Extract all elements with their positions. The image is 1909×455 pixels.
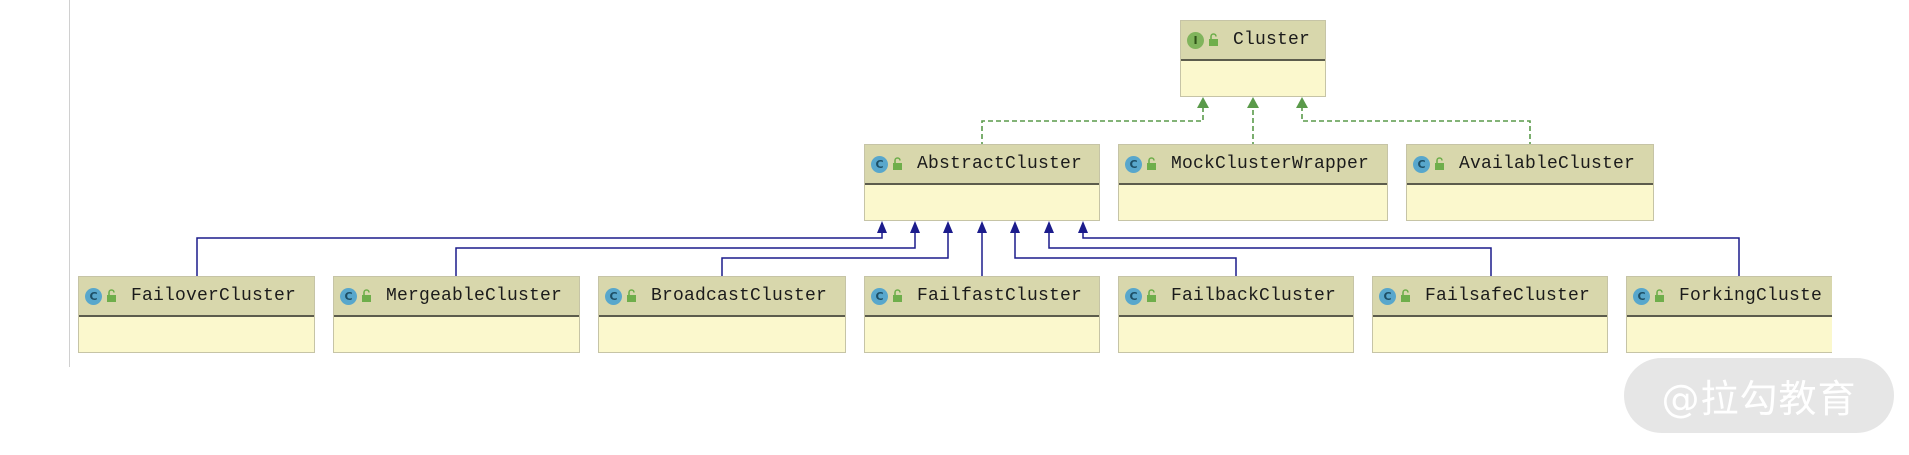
unlocked-icon [362, 289, 371, 302]
node-label: MockClusterWrapper [1171, 154, 1370, 174]
edge-failback-extends-abstract [1014, 224, 1237, 277]
node-header: C MergeableCluster [334, 277, 579, 317]
node-label: FailoverCluster [131, 286, 297, 306]
node-header: C FailsafeCluster [1373, 277, 1607, 317]
edge-forking-extends-abstract [1082, 224, 1740, 277]
node-available-cluster[interactable]: C AvailableCluster [1406, 144, 1654, 221]
node-label: FailsafeCluster [1425, 286, 1591, 306]
node-forking-cluster[interactable]: C ForkingCluste [1626, 276, 1832, 353]
unlocked-icon [893, 289, 902, 302]
arrowhead-failsafe-abstract [1044, 221, 1054, 233]
unlocked-icon [1655, 289, 1664, 302]
class-icon: C [1633, 287, 1650, 305]
edge-available-implements-cluster [1301, 101, 1531, 147]
class-icon: C [871, 287, 888, 305]
arrowhead-available-cluster [1296, 97, 1308, 108]
node-failfast-cluster[interactable]: C FailfastCluster [864, 276, 1100, 353]
interface-icon: I [1187, 31, 1204, 49]
node-label: FailbackCluster [1171, 286, 1337, 306]
node-label: FailfastCluster [917, 286, 1083, 306]
node-label: ForkingCluste [1679, 286, 1823, 306]
watermark: @拉勾教育 [1624, 358, 1894, 433]
node-header: C FailfastCluster [865, 277, 1099, 317]
unlocked-icon [1147, 289, 1156, 302]
unlocked-icon [1209, 33, 1218, 46]
unlocked-icon [1147, 157, 1156, 170]
arrowhead-abstract-cluster [1197, 97, 1209, 108]
node-abstract-cluster[interactable]: C AbstractCluster [864, 144, 1100, 221]
class-icon: C [605, 287, 622, 305]
node-label: AvailableCluster [1459, 154, 1636, 174]
edge-abstract-implements-cluster [981, 101, 1204, 147]
arrowhead-failover-abstract [877, 221, 887, 233]
node-label: AbstractCluster [917, 154, 1083, 174]
class-icon: C [1413, 155, 1430, 173]
unlocked-icon [107, 289, 116, 302]
class-icon: C [1125, 287, 1142, 305]
unlocked-icon [893, 157, 902, 170]
node-label: Cluster [1233, 30, 1311, 50]
node-label: MergeableCluster [386, 286, 563, 306]
left-divider [69, 0, 70, 367]
node-failsafe-cluster[interactable]: C FailsafeCluster [1372, 276, 1608, 353]
node-header: C FailbackCluster [1119, 277, 1353, 317]
class-icon: C [85, 287, 102, 305]
node-header: C AvailableCluster [1407, 145, 1653, 185]
node-failback-cluster[interactable]: C FailbackCluster [1118, 276, 1354, 353]
arrowhead-failfast-abstract [977, 221, 987, 233]
class-icon: C [340, 287, 357, 305]
node-header: C AbstractCluster [865, 145, 1099, 185]
node-header: C MockClusterWrapper [1119, 145, 1387, 185]
edge-failsafe-extends-abstract [1048, 224, 1492, 277]
arrowhead-mergeable-abstract [910, 221, 920, 233]
node-header: C ForkingCluste [1627, 277, 1832, 317]
arrowhead-broadcast-abstract [943, 221, 953, 233]
class-icon: C [1379, 287, 1396, 305]
abstract-class-icon: C [871, 155, 888, 173]
edge-failover-extends-abstract [196, 224, 883, 277]
node-failover-cluster[interactable]: C FailoverCluster [78, 276, 315, 353]
node-cluster[interactable]: I Cluster [1180, 20, 1326, 97]
arrowhead-forking-abstract [1078, 221, 1088, 233]
node-header: C FailoverCluster [79, 277, 314, 317]
node-header: C BroadcastCluster [599, 277, 845, 317]
node-mock-cluster-wrapper[interactable]: C MockClusterWrapper [1118, 144, 1388, 221]
class-icon: C [1125, 155, 1142, 173]
arrowhead-mock-cluster [1247, 97, 1259, 108]
node-label: BroadcastCluster [651, 286, 828, 306]
unlocked-icon [627, 289, 636, 302]
node-mergeable-cluster[interactable]: C MergeableCluster [333, 276, 580, 353]
node-broadcast-cluster[interactable]: C BroadcastCluster [598, 276, 846, 353]
unlocked-icon [1401, 289, 1410, 302]
edge-broadcast-extends-abstract [721, 224, 949, 277]
edge-mergeable-extends-abstract [455, 224, 916, 277]
arrowhead-failback-abstract [1010, 221, 1020, 233]
unlocked-icon [1435, 157, 1444, 170]
node-header: I Cluster [1181, 21, 1325, 61]
